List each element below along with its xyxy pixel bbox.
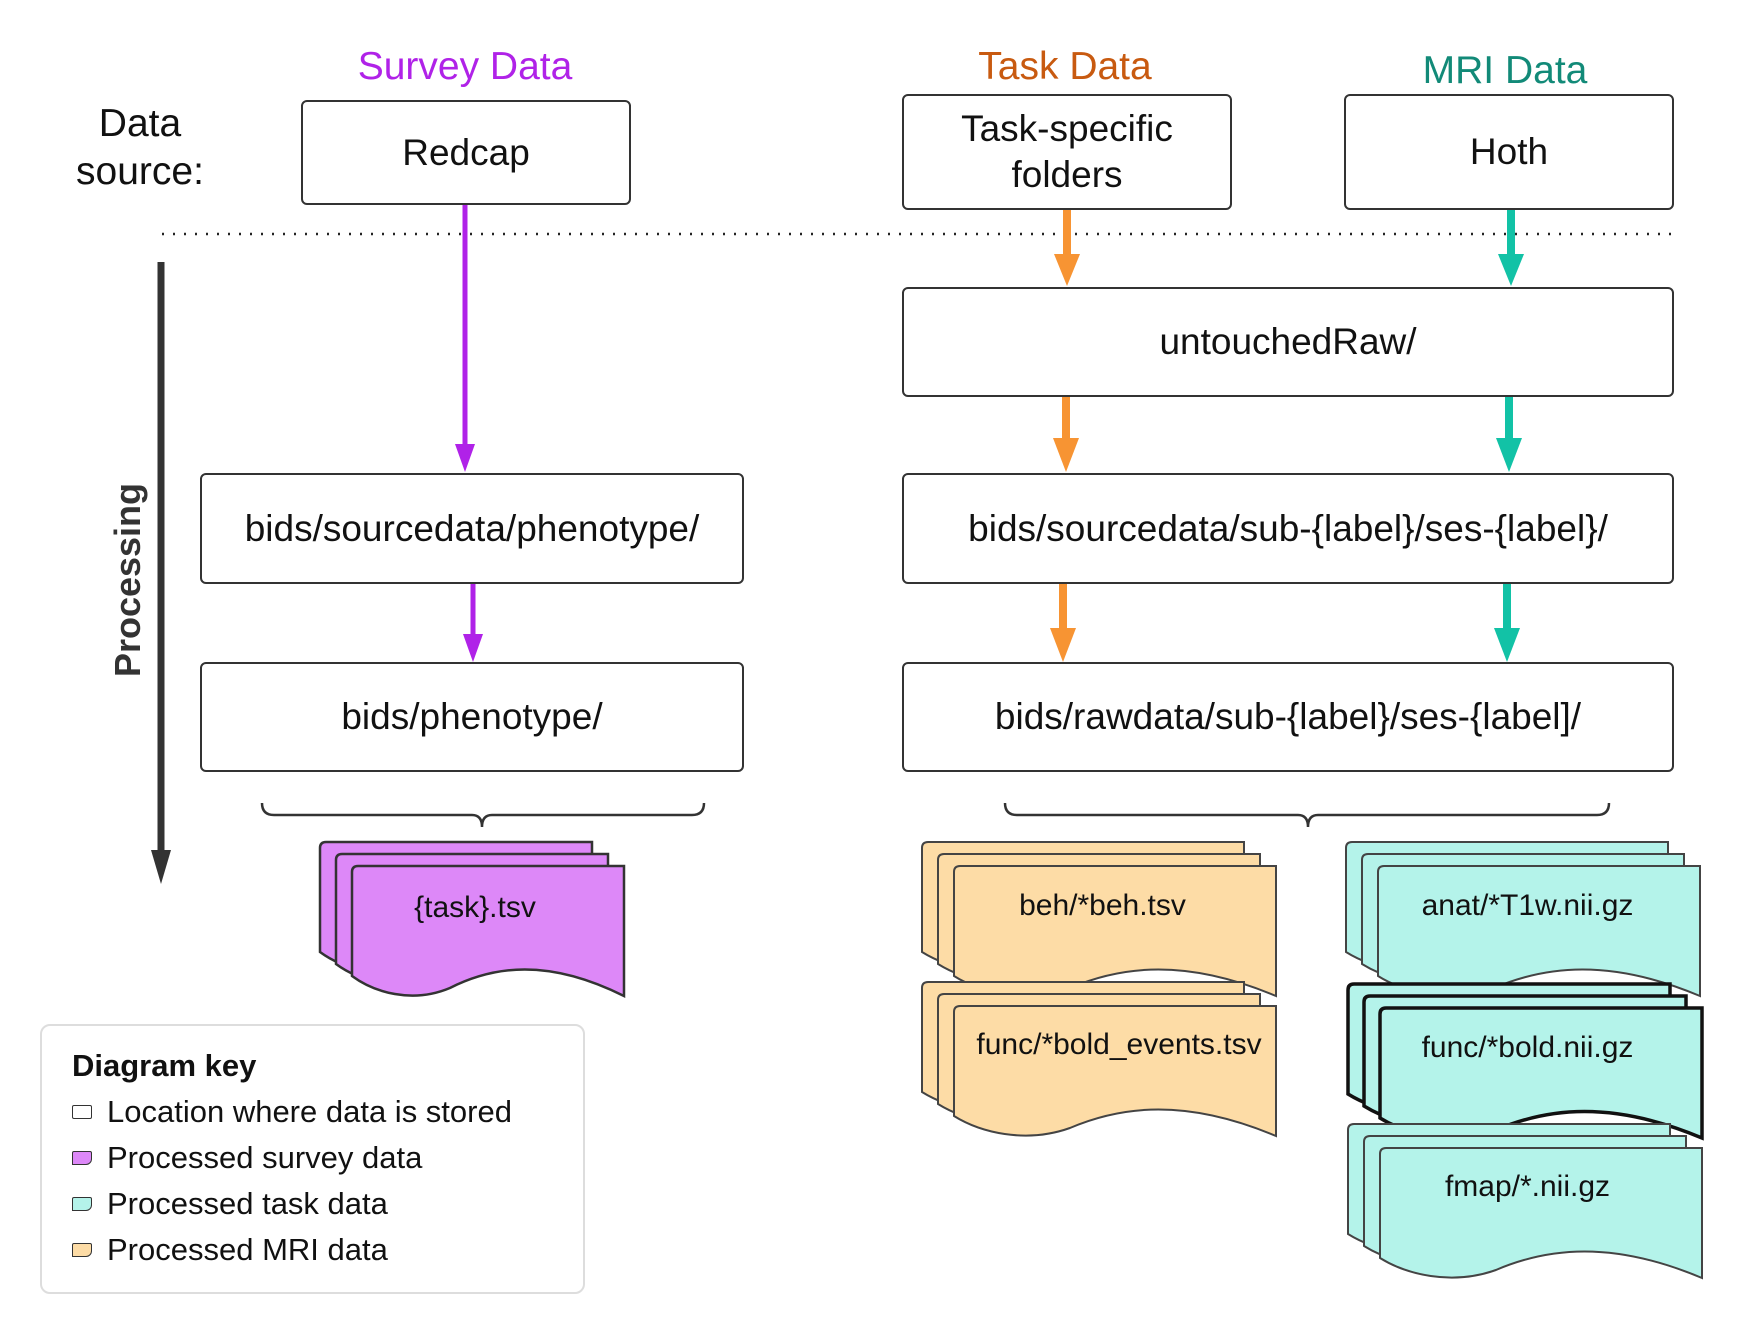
task-file-stack-beh-sheet xyxy=(953,865,1277,998)
file-label-bold-events-tsv: func/*bold_events.tsv xyxy=(976,1028,1262,1061)
mri-arrows xyxy=(1494,210,1524,662)
survey-output-brace xyxy=(260,802,706,828)
sourcedata-sub-box: bids/sourcedata/sub-{label}/ses-{label}/ xyxy=(902,473,1674,584)
mri-data-header: MRI Data xyxy=(1422,49,1588,92)
task-specific-folders-box: Task-specific folders xyxy=(902,94,1232,210)
file-label-fmap: fmap/*.nii.gz xyxy=(1444,1170,1611,1203)
survey-file-stack-task-tsv xyxy=(318,840,626,999)
file-label-beh-tsv: beh/*beh.tsv xyxy=(1019,889,1186,922)
data-source-label: Data source: xyxy=(76,102,204,193)
mri-file-stack-t1w-sheet xyxy=(1377,865,1701,998)
file-label-t1w: anat/*T1w.nii.gz xyxy=(1421,889,1634,922)
untouched-raw-box: untouchedRaw/ xyxy=(902,287,1674,397)
mri-file-stack-fmap xyxy=(1347,1123,1703,1280)
task-swatch-icon xyxy=(72,1197,92,1211)
mri-swatch-icon xyxy=(72,1243,92,1257)
survey-swatch-icon xyxy=(72,1151,92,1165)
diagram-key-title: Diagram key xyxy=(72,1048,257,1083)
file-label-bold-nii: func/*bold.nii.gz xyxy=(1421,1031,1634,1064)
storage-swatch-icon xyxy=(72,1105,92,1119)
redcap-box: Redcap xyxy=(301,100,631,205)
bids-phenotype-box: bids/phenotype/ xyxy=(200,662,744,772)
rawdata-sub-box: bids/rawdata/sub-{label}/ses-{label]/ xyxy=(902,662,1674,772)
key-row-mri: Processed MRI data xyxy=(72,1232,388,1268)
processing-arrow xyxy=(151,262,171,884)
task-file-stack-beh xyxy=(921,841,1277,998)
task-mri-output-brace xyxy=(1003,802,1611,828)
file-label-task-tsv: {task}.tsv xyxy=(414,891,536,924)
key-row-storage: Location where data is stored xyxy=(72,1094,512,1130)
task-file-stack-bold-events xyxy=(921,981,1277,1138)
task-file-stack-bold-events-sheet xyxy=(953,1005,1277,1138)
mri-file-stack-fmap-sheet xyxy=(1379,1147,1703,1280)
processing-label: Processing xyxy=(107,482,148,678)
key-row-survey: Processed survey data xyxy=(72,1140,422,1176)
document-stacks xyxy=(318,840,1704,1280)
hoth-box: Hoth xyxy=(1344,94,1674,210)
survey-data-header: Survey Data xyxy=(357,45,573,88)
mri-file-stack-t1w xyxy=(1345,841,1701,998)
mri-file-stack-bold xyxy=(1346,982,1704,1141)
task-arrows xyxy=(1050,210,1080,662)
sourcedata-phenotype-box: bids/sourcedata/phenotype/ xyxy=(200,473,744,584)
diagram-key: Diagram key Location where data is store… xyxy=(40,1024,585,1294)
task-data-header: Task Data xyxy=(978,45,1152,88)
key-row-task: Processed task data xyxy=(72,1186,388,1222)
survey-file-stack-task-tsv-sheet xyxy=(350,864,626,999)
mri-file-stack-bold-sheet xyxy=(1378,1006,1704,1141)
survey-arrows xyxy=(455,205,483,662)
